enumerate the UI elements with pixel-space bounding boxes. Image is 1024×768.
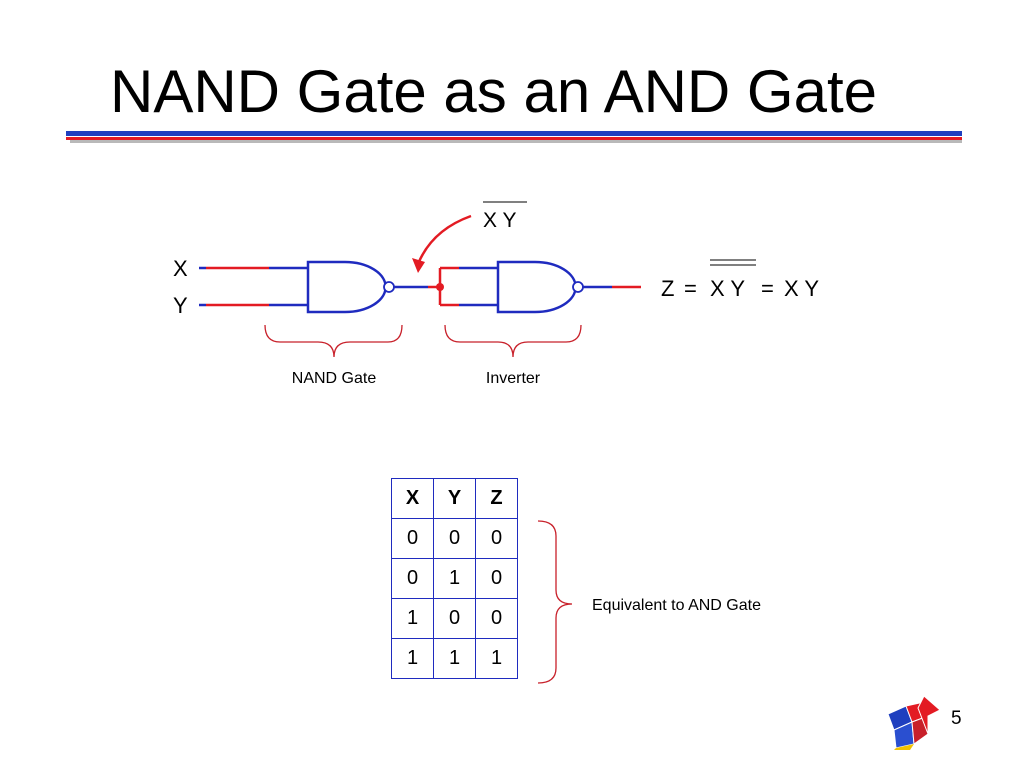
table-header-x: X: [391, 478, 434, 519]
table-header-z: Z: [475, 478, 518, 519]
table-cell: 0: [391, 558, 434, 599]
nand-gate-1: [306, 260, 387, 314]
table-header-row: X Y Z: [391, 478, 518, 519]
table-cell: 0: [475, 598, 518, 639]
table-row: 0 0 0: [391, 518, 518, 559]
nand-output-label: X Y: [483, 209, 516, 232]
table-cell: 1: [433, 638, 476, 679]
table-cell: 1: [433, 558, 476, 599]
inverter-caption: Inverter: [486, 370, 541, 387]
input-y-label: Y: [173, 293, 188, 318]
inverter-brace: [444, 324, 582, 358]
truth-table: X Y Z 0 0 0 0 1 0 1 0 0 1 1 1: [391, 478, 518, 679]
equation-lhs: Z: [661, 276, 674, 301]
table-row: 0 1 0: [391, 558, 518, 599]
nand-gate-brace: [264, 324, 403, 358]
table-row: 1 1 1: [391, 638, 518, 679]
equation-equals-1: =: [684, 276, 697, 301]
pointer-arrow: [416, 214, 472, 265]
table-row: 1 0 0: [391, 598, 518, 639]
table-cell: 0: [433, 518, 476, 559]
slide-title: NAND Gate as an AND Gate: [110, 58, 877, 125]
pointer-arrowhead: [412, 258, 425, 273]
table-cell: 0: [391, 518, 434, 559]
equation-rhs: X Y: [784, 276, 819, 301]
table-cell: 0: [433, 598, 476, 639]
table-header-y: Y: [433, 478, 476, 519]
truth-table-brace: [537, 520, 573, 684]
table-cell: 1: [391, 598, 434, 639]
table-cell: 1: [391, 638, 434, 679]
table-cell: 1: [475, 638, 518, 679]
truth-table-brace-label: Equivalent to AND Gate: [592, 597, 761, 614]
equation-middle: X Y: [710, 276, 745, 301]
slide-number: 5: [951, 708, 962, 729]
title-divider: [66, 131, 962, 143]
table-cell: 0: [475, 518, 518, 559]
nand-gate-caption: NAND Gate: [292, 370, 377, 387]
table-cell: 0: [475, 558, 518, 599]
arrow-logo-icon: [887, 695, 941, 750]
nand-gate-2: [496, 260, 577, 314]
nand-gate-1-bubble: [383, 281, 395, 293]
nand-gate-2-bubble: [572, 281, 584, 293]
equation-equals-2: =: [761, 276, 774, 301]
input-x-label: X: [173, 256, 188, 281]
